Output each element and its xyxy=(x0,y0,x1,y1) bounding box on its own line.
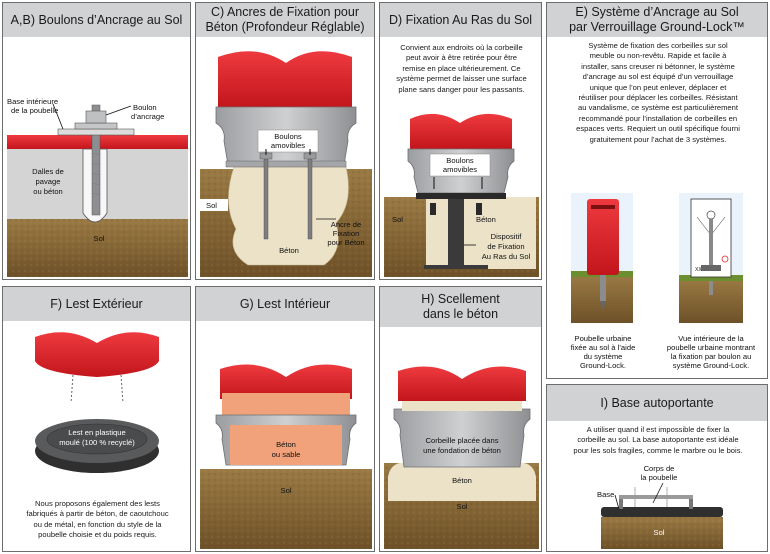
external-ballast-diagram: Lest en plastique moulé (100 % recyclé) xyxy=(35,332,159,473)
label-plastic-ballast: Lest en plastique xyxy=(68,428,125,437)
label-concrete-anchor-3: pour Béton xyxy=(327,238,364,247)
panel-internal-ballast: G) Lest Intérieur Béton ou sable Sol xyxy=(195,286,375,552)
label-bin-base-2: de la poubelle xyxy=(11,106,58,115)
label-flush-device-2: de Fixation xyxy=(487,242,524,251)
label-basket-placed-2: une fondation de béton xyxy=(423,446,501,455)
internal-ballast-diagram: Béton ou sable Sol xyxy=(200,364,372,549)
panel-freestanding-base: I) Base autoportante A utiliser quand il… xyxy=(546,384,768,552)
panel-title: D) Fixation Au Ras du Sol xyxy=(380,3,541,37)
concrete-anchor-diagram: Boulons amovibles Sol Ancre de Fixation … xyxy=(200,51,372,277)
freestanding-base-diagram: Corps de la poubelle Base Sol xyxy=(597,464,723,549)
panel-flush-mount: D) Fixation Au Ras du Sol Convient aux e… xyxy=(379,2,542,280)
label-soil: Sol xyxy=(206,201,217,210)
caption-right: Vue intérieure de la poubelle urbaine mo… xyxy=(667,334,756,370)
label-anchor-bolt-2: d’ancrage xyxy=(131,112,164,121)
svg-text:du système: du système xyxy=(584,352,623,361)
panel-description: Système de fixation des corbeilles sur s… xyxy=(576,41,740,144)
svg-text:Ground-Lock.: Ground-Lock. xyxy=(580,361,626,370)
label-removable-bolts: Boulons xyxy=(274,132,302,141)
svg-text:système Ground-Lock.: système Ground-Lock. xyxy=(673,361,749,370)
panel-external-ballast: F) Lest Extérieur Lest en plastique moul… xyxy=(2,286,191,552)
label-concrete: Béton xyxy=(452,476,472,485)
panel-ground-anchor-bolts: A,B) Boulons d’Ancrage au Sol Base intér… xyxy=(2,2,191,280)
svg-text:fixée au sol à l’aide: fixée au sol à l’aide xyxy=(571,343,636,352)
panel-title: F) Lest Extérieur xyxy=(3,287,190,321)
panel-title: G) Lest Intérieur xyxy=(196,287,374,321)
label-removable-bolts-2: amovibles xyxy=(443,165,477,174)
panel-title: I) Base autoportante xyxy=(547,385,767,421)
flush-mount-diagram: Boulons amovibles Sol Béton Dispositif d… xyxy=(384,113,539,277)
panel-title: A,B) Boulons d’Ancrage au Sol xyxy=(3,3,190,37)
label-soil: Sol xyxy=(281,486,292,495)
label-plastic-ballast-2: moulé (100 % recyclé) xyxy=(59,438,135,447)
ground-lock-diagram: XX Poubelle urbaine fixée au sol à l’aid… xyxy=(571,193,756,370)
label-slab: Dalles de xyxy=(32,167,64,176)
label-basket-placed: Corbeille placée dans xyxy=(425,436,498,445)
svg-text:Poubelle urbaine: Poubelle urbaine xyxy=(575,334,632,343)
label-soil: Sol xyxy=(654,528,665,537)
panel-description: A utiliser quand il est impossible de fi… xyxy=(573,425,743,455)
label-fill: Béton xyxy=(276,440,296,449)
label-bin-body: Corps de xyxy=(644,464,675,473)
svg-text:poubelle urbaine montrant: poubelle urbaine montrant xyxy=(667,343,756,352)
label-base: Base xyxy=(597,490,614,499)
label-bin-body-2: la poubelle xyxy=(641,473,678,482)
label-concrete-anchor-2: Fixation xyxy=(333,229,360,238)
concrete-sealing-diagram: Corbeille placée dans une fondation de b… xyxy=(384,366,539,549)
label-concrete-anchor: Ancre de xyxy=(331,220,361,229)
label-anchor-bolt: Boulon xyxy=(133,103,157,112)
label-dims: XX xyxy=(695,267,702,273)
anchor-bolt-diagram: Base intérieure de la poubelle Boulon d’… xyxy=(7,97,188,277)
label-soil: Sol xyxy=(94,234,105,243)
svg-text:Vue intérieure de la: Vue intérieure de la xyxy=(678,334,744,343)
label-concrete: Béton xyxy=(279,246,299,255)
label-bin-base: Base intérieure xyxy=(7,97,58,106)
label-soil: Sol xyxy=(392,215,403,224)
label-slab-2: pavage xyxy=(36,177,61,186)
label-slab-3: ou béton xyxy=(33,187,63,196)
caption-left: Poubelle urbaine fixée au sol à l’aide d… xyxy=(571,334,636,370)
label-removable-bolts-2: amovibles xyxy=(271,141,305,150)
label-flush-device: Dispositif xyxy=(491,232,523,241)
label-flush-device-3: Au Ras du Sol xyxy=(482,252,531,261)
label-removable-bolts: Boulons xyxy=(446,156,474,165)
svg-text:la fixation par boulon au: la fixation par boulon au xyxy=(671,352,752,361)
label-concrete: Béton xyxy=(476,215,496,224)
label-fill-2: ou sable xyxy=(272,450,301,459)
label-soil: Sol xyxy=(457,502,468,511)
